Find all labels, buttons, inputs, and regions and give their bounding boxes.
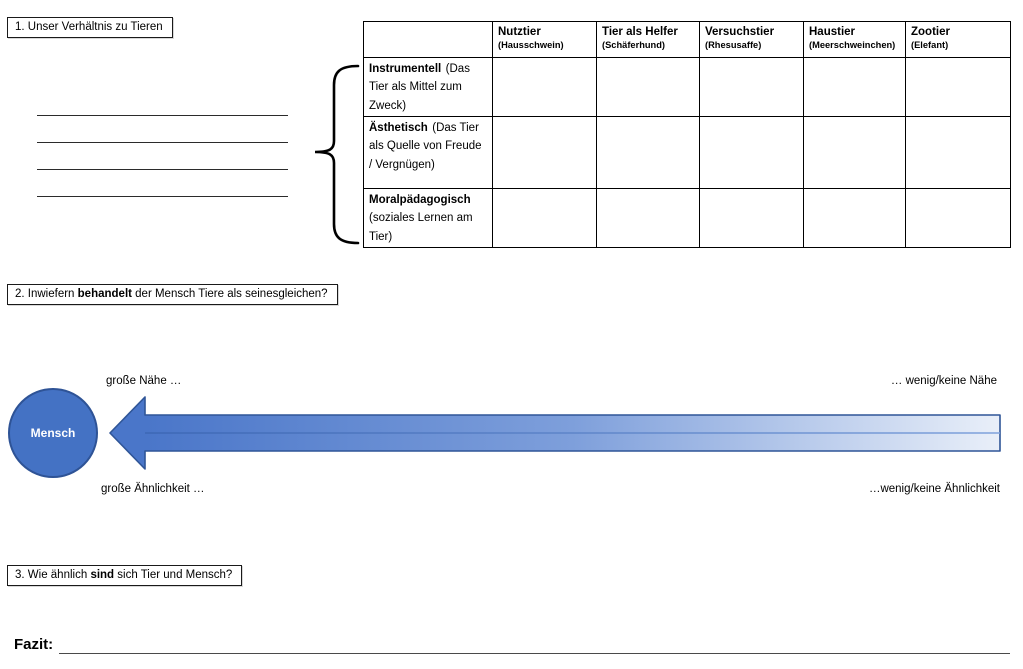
table-cell[interactable] (492, 115, 597, 189)
label-grosse-naehe: große Nähe … (106, 375, 182, 387)
answer-line[interactable] (37, 169, 288, 170)
column-title: Nutztier (498, 26, 541, 38)
mensch-circle: Mensch (8, 388, 98, 478)
table-cell[interactable] (905, 57, 1011, 117)
gradient-arrow-icon (109, 396, 1001, 470)
table-cell[interactable] (803, 187, 906, 248)
row-title: Ästhetisch (369, 121, 428, 134)
row-header-instrumentell: Instrumentell (Das Tier als Mittel zum Z… (363, 57, 493, 117)
answer-line[interactable] (37, 142, 288, 143)
table-cell[interactable] (492, 187, 597, 248)
label-grosse-aehnlichkeit: große Ähnlichkeit … (101, 483, 205, 495)
row-header-aesthetisch: Ästhetisch (Das Tier als Quelle von Freu… (363, 115, 493, 189)
fazit-label: Fazit: (14, 636, 54, 653)
table-cell[interactable] (905, 115, 1011, 189)
column-title: Zootier (911, 26, 950, 38)
column-subtitle: (Elefant) (911, 39, 949, 50)
table-cell[interactable] (596, 187, 700, 248)
table-row: Moralpädagogisch (soziales Lernen am Tie… (363, 187, 1011, 248)
table-corner-cell (363, 21, 493, 58)
table-row: Ästhetisch (Das Tier als Quelle von Freu… (363, 115, 1011, 189)
row-description: (Das Tier als Mittel zum Zweck) (369, 63, 470, 112)
curly-brace-icon (314, 64, 360, 245)
column-subtitle: (Schäferhund) (602, 39, 666, 50)
column-subtitle: (Meerschweinchen) (809, 39, 896, 50)
table-cell[interactable] (596, 57, 700, 117)
column-title: Versuchstier (705, 26, 775, 38)
section3-label: 3. Wie ähnlich sind sich Tier und Mensch… (15, 569, 233, 581)
row-description: (soziales Lernen am Tier) (369, 212, 473, 243)
row-title: Moralpädagogisch (369, 193, 471, 206)
table-cell[interactable] (596, 115, 700, 189)
row-header-moralpaedagogisch: Moralpädagogisch (soziales Lernen am Tie… (363, 187, 493, 248)
table-cell[interactable] (803, 115, 906, 189)
column-subtitle: (Hausschwein) (498, 39, 564, 50)
column-title: Haustier (809, 26, 856, 38)
label-wenig-keine-aehnlichkeit: …wenig/keine Ähnlichkeit (868, 483, 1000, 495)
answer-line[interactable] (37, 115, 288, 116)
table-cell[interactable] (699, 57, 804, 117)
column-title: Tier als Helfer (602, 26, 678, 38)
table-cell[interactable] (492, 57, 597, 117)
column-header-tier-als-helfer: Tier als Helfer (Schäferhund) (596, 21, 700, 58)
column-header-nutztier: Nutztier (Hausschwein) (492, 21, 597, 58)
column-header-versuchstier: Versuchstier (Rhesusaffe) (699, 21, 804, 58)
section1-label: 1. Unser Verhältnis zu Tieren (15, 21, 163, 33)
table-cell[interactable] (905, 187, 1011, 248)
row-description: (Das Tier als Quelle von Freude / Vergnü… (369, 121, 482, 171)
column-header-zootier: Zootier (Elefant) (905, 21, 1011, 58)
section1-heading: 1. Unser Verhältnis zu Tieren (7, 17, 173, 38)
row-title: Instrumentell (369, 63, 442, 75)
table-cell[interactable] (699, 115, 804, 189)
section2-label: 2. Inwiefern behandelt der Mensch Tiere … (15, 288, 328, 300)
answer-line[interactable] (37, 196, 288, 197)
animal-relationship-table: Nutztier (Hausschwein) Tier als Helfer (… (363, 21, 1011, 248)
column-subtitle: (Rhesusaffe) (705, 39, 762, 50)
section2-heading: 2. Inwiefern behandelt der Mensch Tiere … (7, 284, 338, 305)
table-cell[interactable] (803, 57, 906, 117)
section3-heading: 3. Wie ähnlich sind sich Tier und Mensch… (7, 565, 243, 586)
fazit-section: Fazit: (14, 636, 1010, 654)
table-cell[interactable] (699, 187, 804, 248)
column-header-haustier: Haustier (Meerschweinchen) (803, 21, 906, 58)
table-row: Instrumentell (Das Tier als Mittel zum Z… (363, 57, 1011, 117)
fazit-answer-line[interactable] (59, 637, 1010, 654)
label-wenig-keine-naehe: … wenig/keine Nähe (890, 375, 997, 387)
mensch-circle-label: Mensch (30, 426, 76, 440)
table-header-row: Nutztier (Hausschwein) Tier als Helfer (… (363, 21, 1011, 58)
